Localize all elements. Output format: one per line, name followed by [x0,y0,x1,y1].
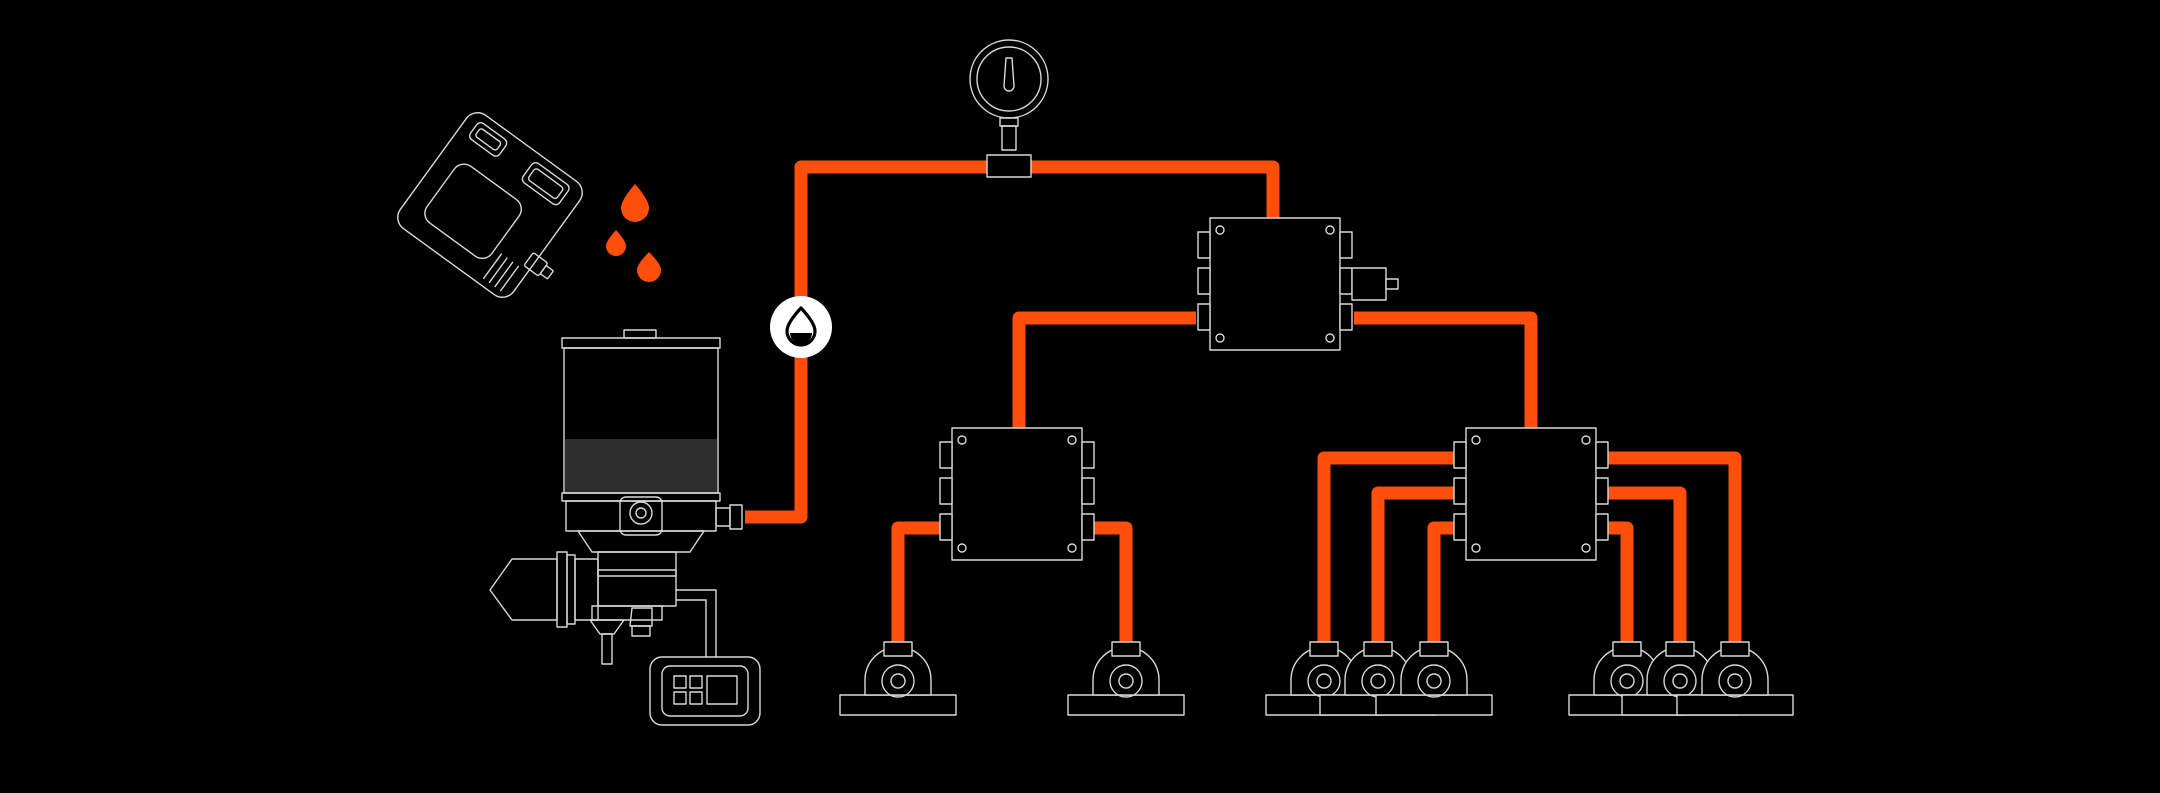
grease-nipple [1612,641,1642,657]
pipe-right-block-to-bearing-8 [1606,451,1742,642]
outlet-port [1197,267,1211,295]
pump-outlet [729,504,743,530]
outlet-port [1081,441,1095,469]
grease-nipple [1720,641,1750,657]
flow-indicator-icon [770,296,832,358]
gauge-tee-fitting [986,154,1032,178]
pipe-right-block-to-bearing-3 [1317,451,1454,642]
grease-nipple [883,641,913,657]
bearing-base [1067,694,1185,716]
grease-nipple [1665,641,1695,657]
mounting-hole [1581,435,1591,445]
grease-nipple [1111,641,1141,657]
oil-canister-icon [397,112,583,298]
outlet-port [1339,303,1353,331]
outlet-port [1595,477,1609,505]
pillow-block-bearing [1375,641,1493,716]
mounting-hole [1471,435,1481,445]
bearing-base [839,694,957,716]
pressure-gauge-icon [969,39,1049,178]
outlet-port [939,441,953,469]
outlet-port [939,477,953,505]
secondary-divider-block-left [939,427,1095,561]
outlet-port [939,513,953,541]
grease-nipple [1309,641,1339,657]
grease-nipple [1363,641,1393,657]
oil-drop-small [606,230,626,256]
primary-divider-block [1197,217,1399,351]
mounting-hole [1471,543,1481,553]
outlet-port [1339,231,1353,259]
outlet-port [1339,267,1353,295]
outlet-port [1453,477,1467,505]
pipe-right-block-to-bearing-4 [1371,486,1454,642]
oil-drop-medium [637,252,661,282]
bearing-base [1676,694,1794,716]
grease-nipple [1419,641,1449,657]
oil-drop-large [621,184,649,222]
secondary-divider-block-right [1453,427,1609,561]
pipe-left-block-to-bearing-2 [1092,521,1133,642]
outlet-port [1081,513,1095,541]
mounting-hole [1581,543,1591,553]
bearing-base [1375,694,1493,716]
pump-controller-icon [649,656,761,726]
outlet-port [1595,441,1609,469]
outlet-port [1453,513,1467,541]
outlet-port [1197,231,1211,259]
oil-drops-icon [606,184,661,282]
outlet-port [1453,441,1467,469]
outlet-port [1197,303,1211,331]
mounting-hole [1325,225,1335,235]
pillow-block-bearing [1676,641,1794,716]
outlet-port [1595,513,1609,541]
grease-level [565,439,717,492]
mounting-hole [1067,543,1077,553]
cycle-sensor [1351,267,1387,301]
mounting-hole [1325,333,1335,343]
lubrication-pump-unit [489,329,743,665]
mounting-hole [1215,333,1225,343]
lubricant-pipes [745,160,1742,642]
mounting-hole [1215,225,1225,235]
mounting-hole [957,543,967,553]
pipe-right-block-to-bearing-6 [1606,521,1634,642]
outlet-port [1081,477,1095,505]
mounting-hole [1067,435,1077,445]
pump-motor [489,558,558,621]
pillow-block-bearing [839,641,957,716]
pipe-right-block-to-bearing-7 [1606,486,1687,642]
mounting-hole [957,435,967,445]
pillow-block-bearing [1067,641,1185,716]
pipe-right-block-to-bearing-5 [1427,521,1454,642]
pipe-left-block-to-bearing-1 [891,521,940,642]
pipe-pump-to-header [745,160,1280,524]
pipe-primary-to-left-block [1012,311,1196,428]
pipe-primary-to-right-block [1354,311,1538,428]
